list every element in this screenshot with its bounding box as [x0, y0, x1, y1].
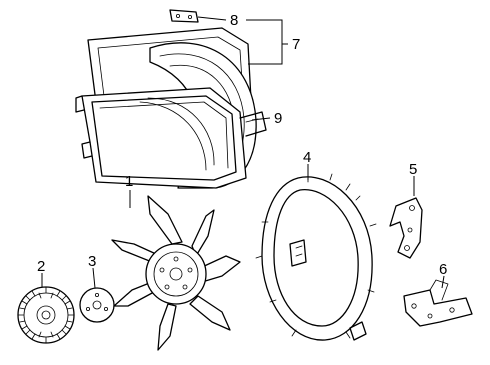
- leader-lines: [41, 16, 445, 289]
- callout-2: 2: [37, 258, 45, 275]
- upper-bracket: [389, 197, 423, 259]
- fan-shroud: [75, 27, 267, 189]
- callout-3: 3: [88, 253, 96, 270]
- callout-7: 7: [292, 36, 300, 53]
- fan-clutch: [17, 286, 75, 344]
- fan-blade: [111, 195, 241, 351]
- fan-spacer: [79, 287, 115, 323]
- callout-9: 9: [274, 110, 282, 127]
- lower-bracket: [403, 279, 473, 327]
- clip-plate: [169, 9, 199, 23]
- callout-1: 1: [125, 173, 133, 190]
- callout-5: 5: [409, 161, 417, 178]
- callout-8: 8: [230, 12, 238, 29]
- callout-4: 4: [303, 149, 311, 166]
- fan-ring-shroud: [255, 173, 377, 341]
- callout-6: 6: [439, 261, 447, 278]
